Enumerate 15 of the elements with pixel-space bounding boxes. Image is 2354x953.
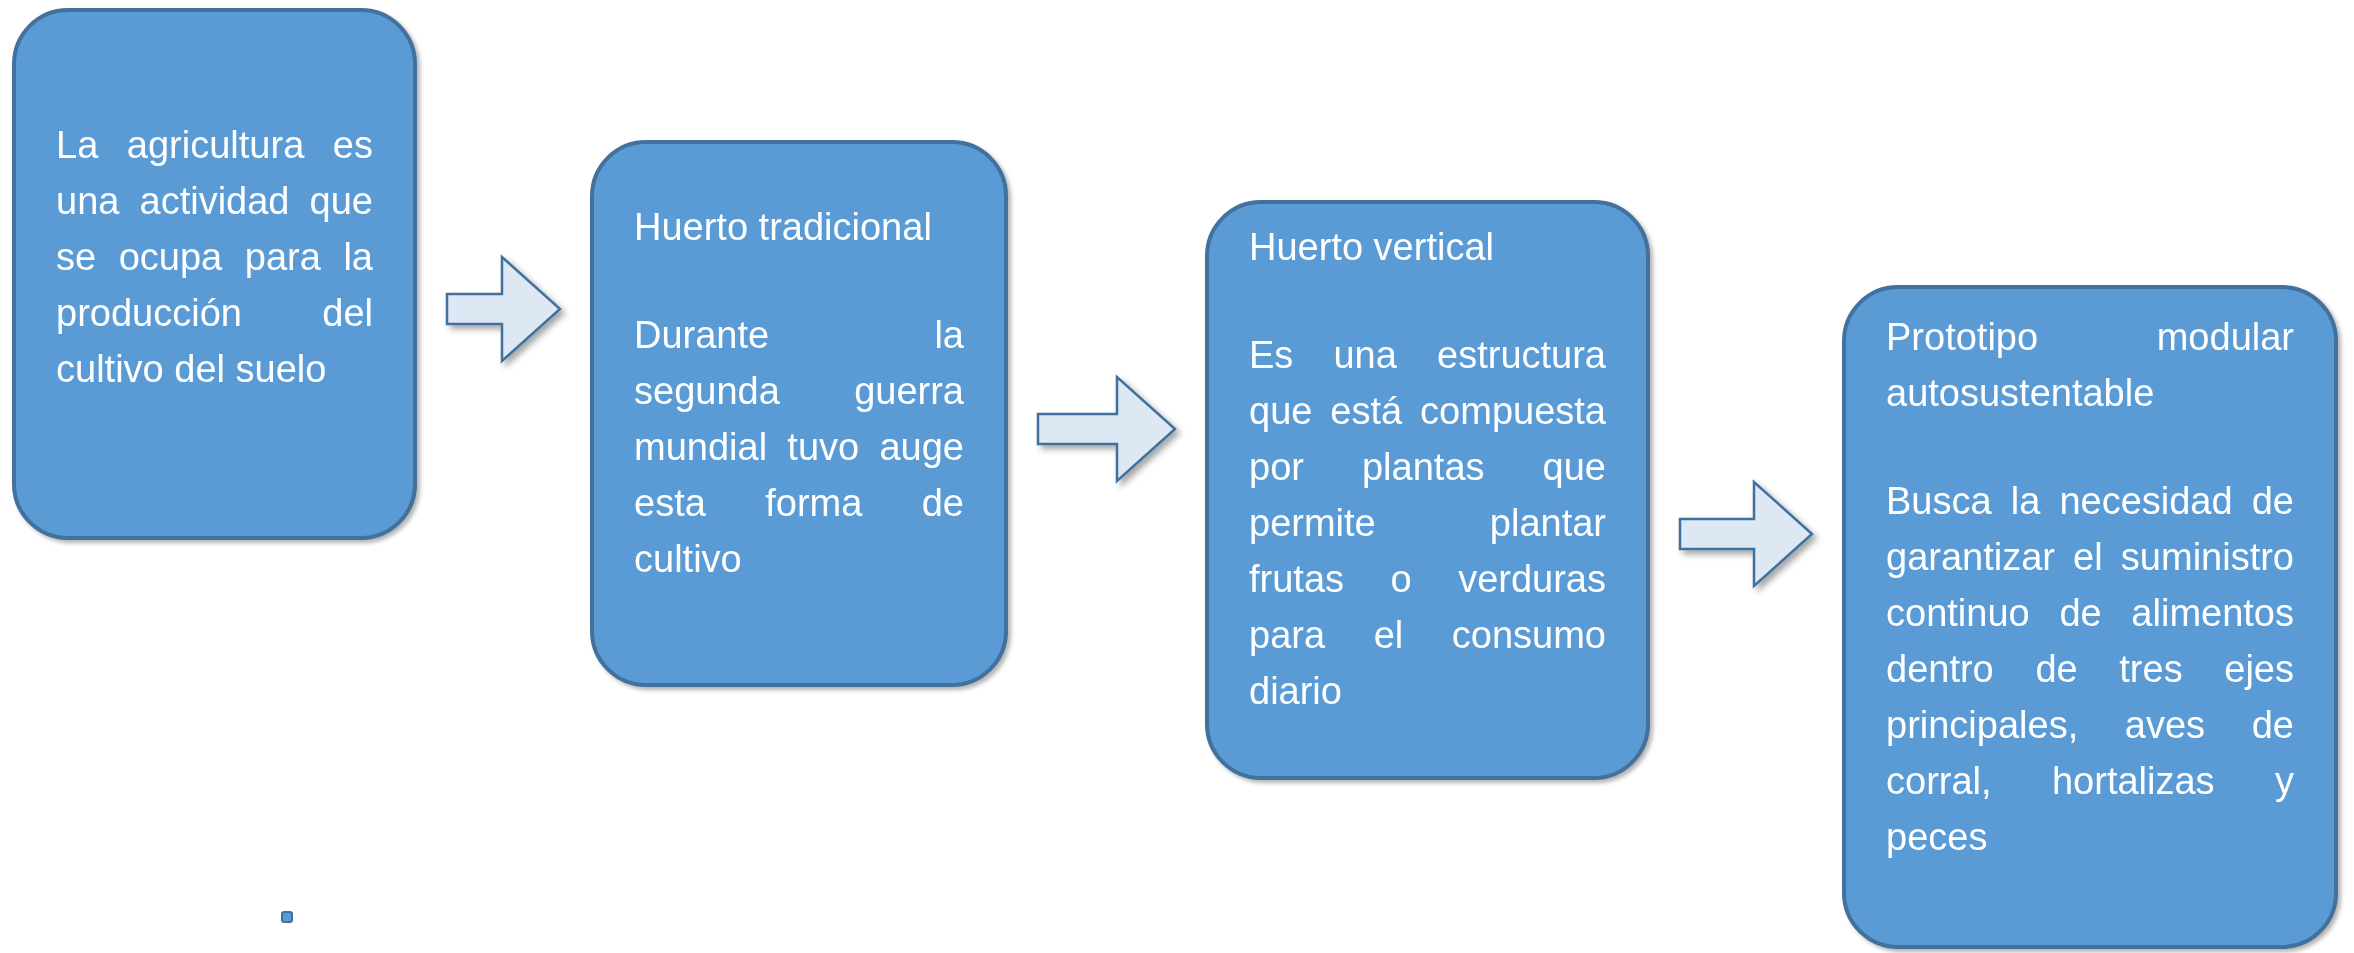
block-arrow <box>1036 374 1177 484</box>
box-text: Es una estructura que está compuesta por plantas que permite plantar frutas o verduras para el consumo diario <box>1249 333 1606 714</box>
box-heading: Huerto tradicional <box>634 205 933 250</box>
box-heading: Huerto vertical <box>1249 225 1495 270</box>
small-square <box>281 911 293 923</box>
box-text: La agricultura es una actividad que se ocupa para la producción del cultivo del suelo <box>56 123 373 392</box>
process-box <box>12 8 417 540</box>
process-box <box>1205 200 1650 780</box>
box-text: Durante la segunda guerra mundial tuvo auge esta forma de cultivo <box>634 313 964 582</box>
box-heading: Prototipo modular autosustentable <box>1886 315 2294 416</box>
process-box <box>590 140 1008 687</box>
process-box <box>1842 285 2338 949</box>
block-arrow <box>1678 479 1814 589</box>
block-arrow <box>445 254 562 364</box>
box-text: Busca la necesidad de garantizar el suministro continuo de alimentos dentro de tres ejes principales, aves de corral, hortalizas y peces <box>1886 479 2294 860</box>
